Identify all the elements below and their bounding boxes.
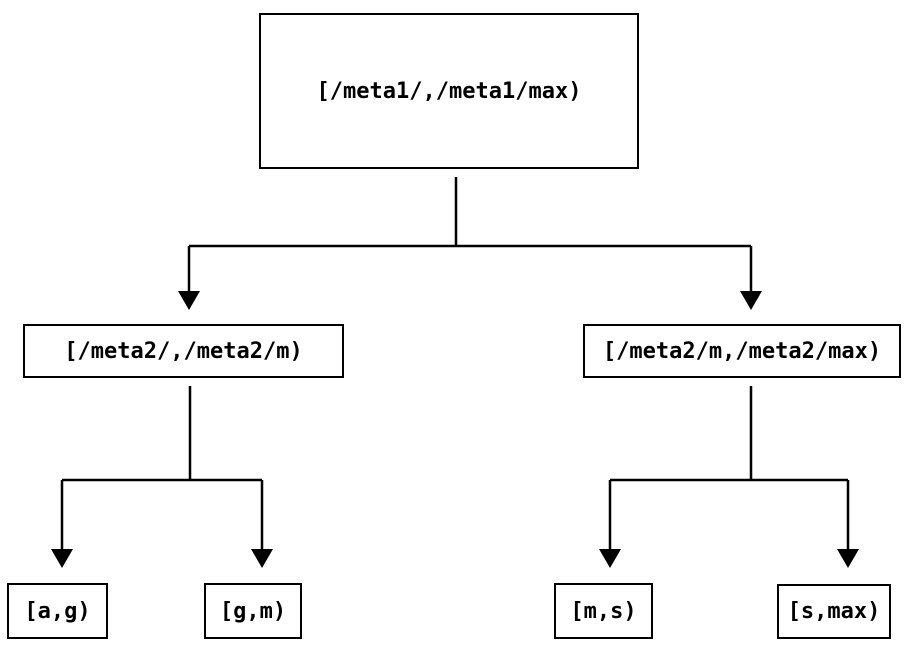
arrowhead-icon: [251, 549, 273, 568]
edge-right-children: [608, 386, 850, 550]
arrowhead-icon: [740, 291, 762, 310]
edge-root-children: [187, 177, 753, 292]
arrowhead-icon: [837, 549, 859, 568]
tree-node-leaf-gm-label: [g,m): [219, 598, 287, 624]
arrowhead-icon: [599, 549, 621, 568]
tree-node-root-label: [/meta1/,/meta1/max): [316, 78, 582, 104]
tree-node-leaf-ag-label: [a,g): [24, 598, 91, 624]
tree-node-leaf-gm: [g,m): [204, 583, 302, 639]
tree-node-left-label: [/meta2/,/meta2/m): [64, 338, 303, 364]
tree-node-leaf-ag: [a,g): [7, 583, 108, 639]
tree-node-right-label: [/meta2/m,/meta2/max): [602, 338, 882, 364]
tree-node-root: [/meta1/,/meta1/max): [259, 13, 639, 169]
tree-node-leaf-smax-label: [s,max): [787, 599, 881, 624]
tree-node-leaf-smax: [s,max): [777, 584, 891, 639]
tree-node-left: [/meta2/,/meta2/m): [23, 324, 344, 378]
tree-node-right: [/meta2/m,/meta2/max): [583, 324, 901, 378]
tree-node-leaf-ms-label: [m,s): [570, 598, 637, 624]
arrowhead-icon: [51, 549, 73, 568]
tree-node-leaf-ms: [m,s): [554, 583, 653, 639]
arrowhead-icon: [178, 291, 200, 310]
edge-left-children: [60, 386, 264, 550]
